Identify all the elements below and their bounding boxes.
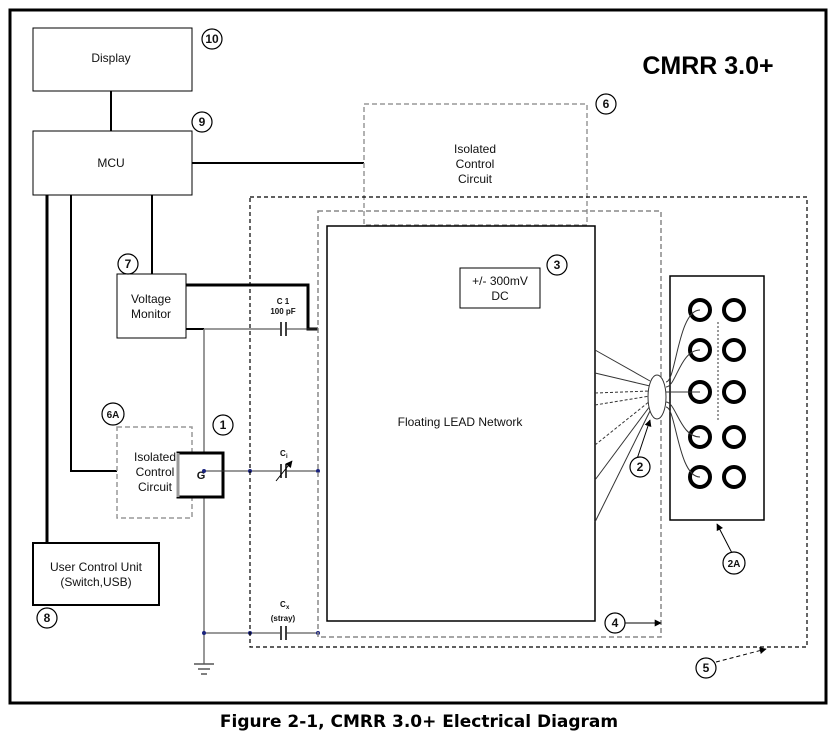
c1-label: C 1	[277, 297, 290, 306]
isolated-left-line-3: Circuit	[138, 480, 173, 494]
isolated-left-line-2: Control	[136, 465, 175, 479]
callout-9-text: 9	[199, 115, 206, 129]
voltage-monitor-block: Voltage Monitor	[116, 273, 187, 339]
electrode-4-2	[722, 425, 746, 449]
callout-6-text: 6	[603, 97, 610, 111]
enclosure-5	[249, 196, 808, 648]
user-control-line-2: (Switch,USB)	[60, 575, 131, 589]
enclosure-4	[317, 210, 662, 638]
mcu-block: MCU	[32, 130, 193, 196]
callout-3-text: 3	[554, 258, 561, 272]
callout-7-text: 7	[125, 257, 132, 271]
callout-1: 1	[212, 414, 234, 436]
cx-label: C	[280, 600, 286, 609]
ground-symbol	[194, 663, 214, 675]
callout-6a: 6A	[101, 402, 125, 426]
floating-network-label: Floating LEAD Network	[398, 415, 524, 429]
bundle-wires	[665, 309, 701, 478]
cx-subscript: x	[286, 605, 290, 611]
cx-stray-label: (stray)	[271, 614, 296, 623]
user-control-block: User Control Unit (Switch,USB)	[32, 542, 160, 606]
gate-switch: G	[176, 451, 225, 499]
callout-2-text: 2	[637, 460, 644, 474]
callout-2a-text: 2A	[728, 559, 741, 570]
lead-wires	[594, 349, 651, 523]
callout-4-text: 4	[612, 616, 619, 630]
callout-9: 9	[191, 111, 213, 133]
dc-source-line-1: +/- 300mV	[472, 274, 528, 288]
isolated-left-line-1: Isolated	[134, 450, 176, 464]
callout-2a: 2A	[716, 523, 746, 575]
callout-5-text: 5	[703, 661, 710, 675]
isolated-control-top-block: Isolated Control Circuit	[363, 103, 588, 226]
display-block: Display	[32, 27, 193, 92]
callout-6a-text: 6A	[107, 410, 120, 421]
mcu-label: MCU	[97, 156, 124, 170]
display-label: Display	[91, 51, 130, 65]
voltage-monitor-line-1: Voltage	[131, 292, 171, 306]
callout-8-text: 8	[44, 611, 51, 625]
gate-label: G	[197, 470, 206, 482]
electrode-1-2	[722, 298, 746, 322]
ci-variable-arrow	[275, 460, 293, 482]
lead-connector	[647, 374, 667, 420]
callout-8: 8	[36, 607, 58, 629]
isolated-top-line-2: Control	[456, 157, 495, 171]
ci-label: C	[280, 449, 286, 458]
callout-3: 3	[546, 254, 568, 276]
callout-4: 4	[604, 612, 662, 634]
isolated-control-left-block: Isolated Control Circuit	[116, 426, 193, 519]
user-control-line-1: User Control Unit	[50, 560, 143, 574]
callout-6: 6	[595, 93, 617, 115]
voltage-monitor-line-2: Monitor	[131, 307, 171, 321]
isolated-top-line-3: Circuit	[458, 172, 493, 186]
callout-2: 2	[629, 419, 652, 478]
electrode-2-2	[722, 338, 746, 362]
outer-frame	[8, 8, 828, 705]
monitor-network-wire	[186, 283, 318, 331]
cx-node-left	[202, 631, 206, 635]
isolated-top-line-1: Isolated	[454, 142, 496, 156]
diagram-title: CMRR 3.0+	[642, 52, 773, 80]
callout-10: 10	[201, 28, 223, 50]
electrode-panel	[669, 275, 765, 521]
c1-value: 100 pF	[270, 307, 295, 316]
ci-subscript: i	[286, 454, 288, 460]
ci-node-left	[202, 469, 206, 473]
dc-source-line-2: DC	[491, 289, 509, 303]
electrode-5-2	[722, 465, 746, 489]
dc-source-block: +/- 300mV DC	[459, 267, 541, 309]
callout-1-text: 1	[220, 418, 227, 432]
ci-node-right	[316, 469, 320, 473]
callout-5: 5	[695, 647, 767, 679]
callout-10-text: 10	[205, 32, 219, 46]
callout-7: 7	[117, 253, 139, 275]
mcu-isolated-left-wire	[70, 195, 117, 472]
figure-caption: Figure 2-1, CMRR 3.0+ Electrical Diagram	[220, 712, 618, 732]
electrode-3-2	[722, 380, 746, 404]
